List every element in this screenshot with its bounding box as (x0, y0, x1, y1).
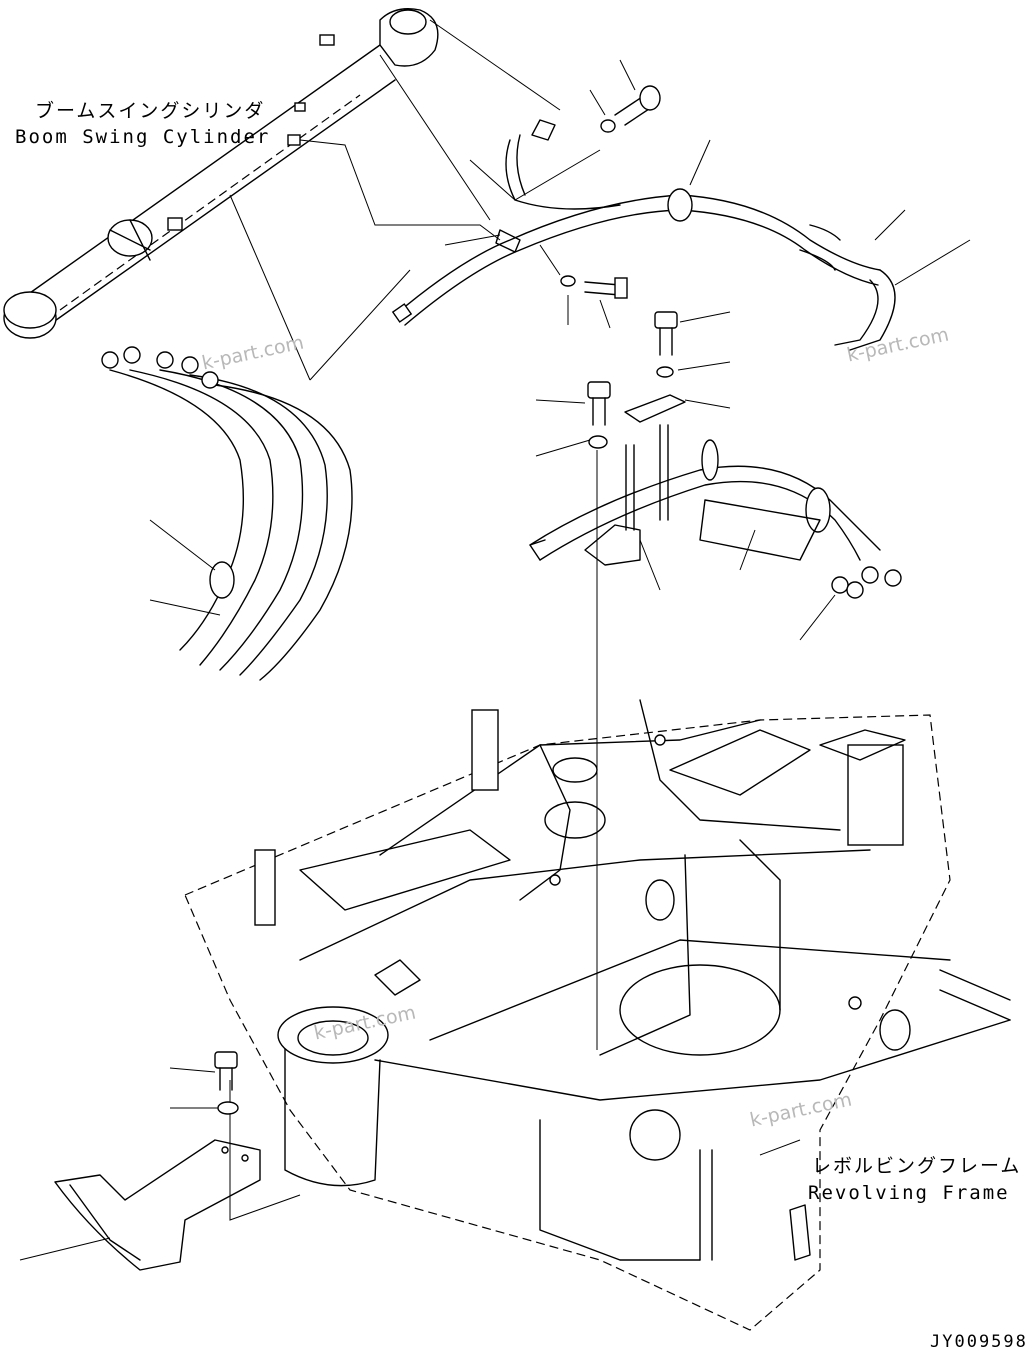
middle-fasteners (587, 311, 686, 531)
top-bolt-washer (600, 85, 661, 133)
left-hose-bundle (101, 346, 353, 681)
boom-swing-cylinder-label-ja: ブームスイングシリンダ (35, 100, 266, 122)
right-hose-bundle (529, 439, 902, 599)
revolving-frame (184, 699, 1011, 1331)
boom-swing-cylinder (3, 8, 439, 339)
bottom-cover-assembly (54, 1051, 261, 1271)
drawing-code: JY009598 (930, 1332, 1026, 1352)
revolving-frame-label-en: Revolving Frame (808, 1182, 1010, 1204)
boom-swing-cylinder-label-en: Boom Swing Cylinder (15, 126, 271, 148)
swing-bracket (277, 959, 421, 1187)
leader-lines (19, 19, 971, 1261)
upper-hose-assembly (391, 119, 896, 351)
revolving-frame-label-ja: レボルビングフレーム (812, 1155, 1022, 1177)
